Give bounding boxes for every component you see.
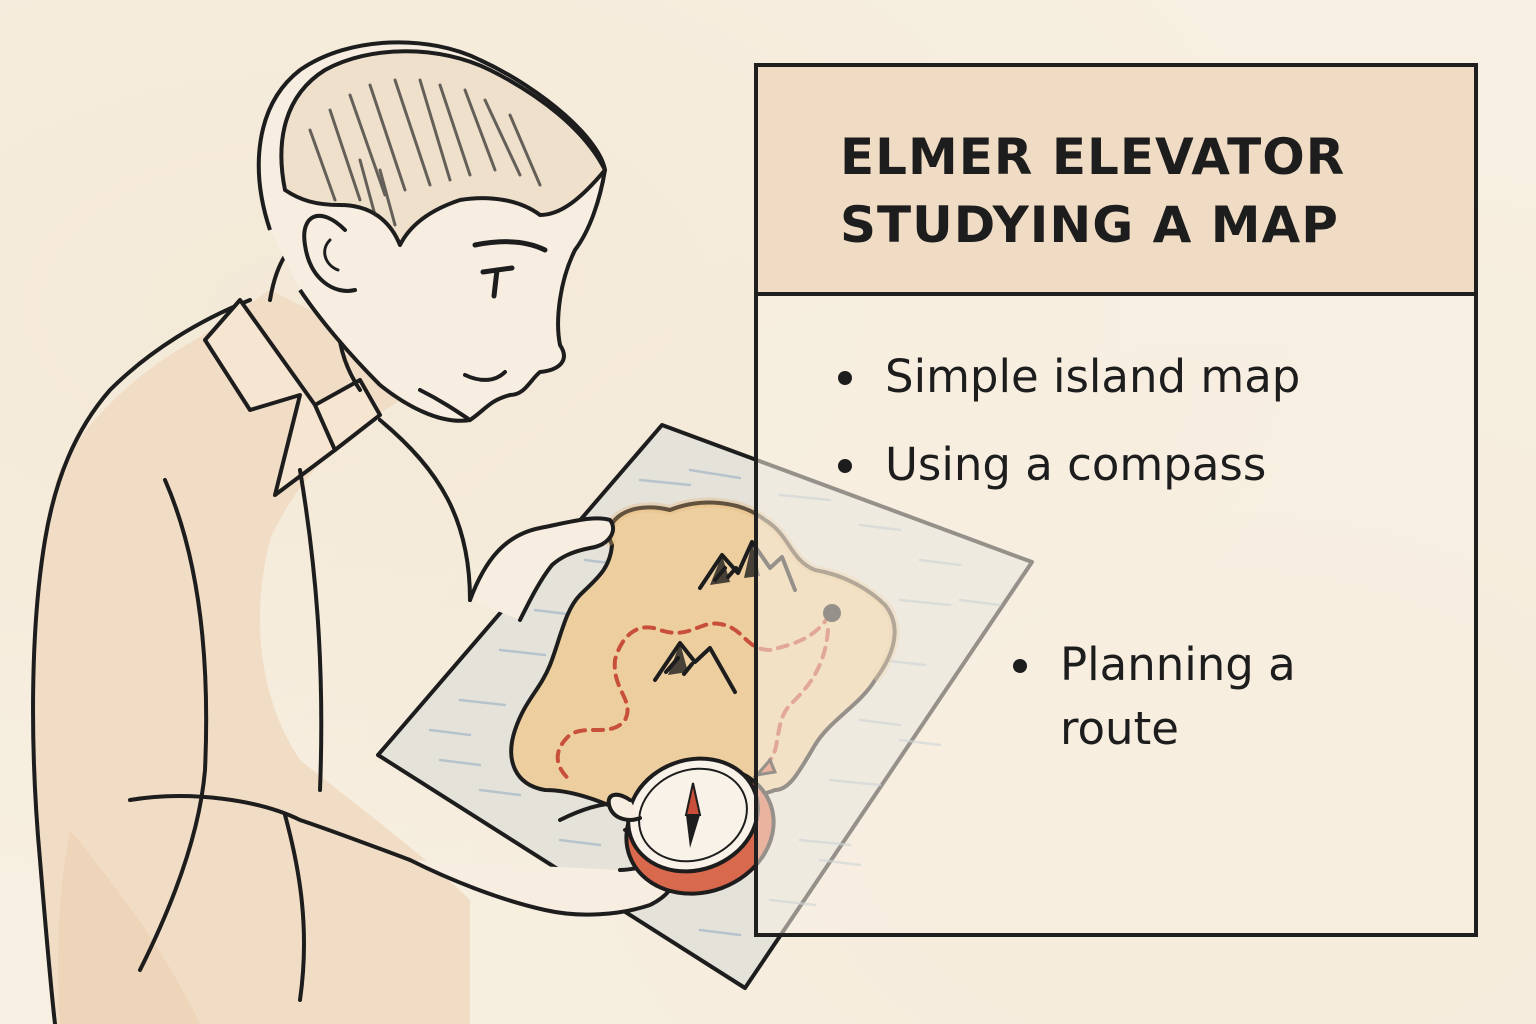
info-header: ELMER ELEVATOR STUDYING A MAP — [758, 67, 1474, 296]
bullet-text: Using a compass — [885, 438, 1267, 491]
bullet-item: Planning a route — [1013, 633, 1343, 761]
bullet-dot-icon — [838, 371, 852, 385]
bullet-item: Simple island map — [838, 345, 1438, 409]
bullet-item: Using a compass — [838, 433, 1438, 497]
panel-title: ELMER ELEVATOR STUDYING A MAP — [840, 128, 1346, 254]
person-icon — [31, 40, 607, 1024]
bullet-text: Planning a route — [1060, 638, 1296, 755]
bullet-text: Simple island map — [885, 350, 1301, 403]
hand-icon — [408, 516, 676, 917]
bullet-dot-icon — [1013, 659, 1027, 673]
info-panel: ELMER ELEVATOR STUDYING A MAP Simple isl… — [754, 63, 1478, 937]
bullet-dot-icon — [838, 459, 852, 473]
